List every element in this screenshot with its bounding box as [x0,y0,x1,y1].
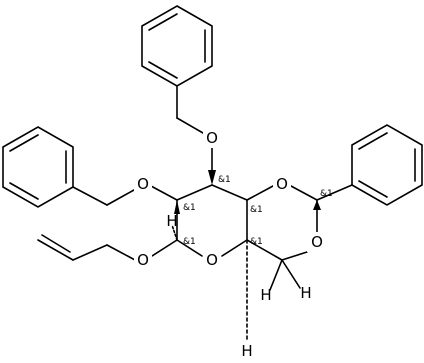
oxygen-dioxane-bottom: O [311,233,323,251]
stereo-label-c4: &1 [250,205,263,215]
o-ch2-bond [106,244,136,261]
aromatic-double-bond [358,180,388,198]
wedge-acetal-h [313,200,321,210]
stereo-wedges [174,170,321,214]
wedge-c2-h [174,200,180,214]
aromatic-double-bond [148,61,178,79]
oxygen-benzyloxy-left: O [137,175,149,193]
vinyl-double-bond-inner [41,234,71,253]
h-c1-bond [171,224,178,241]
c5-o-bond [221,239,248,257]
stereo-label-acetal: &1 [320,189,333,199]
h-ch2-bond [281,259,301,289]
o-acetal-bond [290,185,318,201]
c1-o-bond [151,239,178,257]
benzylic-bond [72,186,108,206]
h-ch2-bond [269,259,283,291]
hydrogen-ch2-left: H [260,286,271,304]
atom-labels: O O O O O O H H H H [134,128,325,360]
o-ch2-bond [281,251,308,261]
stereo-label-c1: &1 [183,237,196,247]
o-c2-bond [150,185,178,201]
aromatic-double-bond [9,182,39,200]
o-c1-bond [176,239,203,257]
hydrogen-ch2-right: H [300,284,311,302]
oxygen-dioxane-top: O [276,175,288,193]
stereo-label-c3: &1 [218,175,231,185]
aromatic-double-bond [9,134,39,152]
phenyl-ring-left [2,126,74,208]
bond-lines [2,5,423,343]
oxygen-benzyloxy-top: O [206,129,218,147]
aromatic-double-bond [148,13,178,31]
hydrogen-c1: H [166,212,177,230]
ch2-o-bond [106,189,135,206]
c3-c4-bond [211,184,248,201]
aromatic-double-bond [358,132,388,150]
ch2-o-bond [176,117,204,134]
ch2-ch-bond [72,244,108,261]
oxygen-allyloxy: O [137,251,149,269]
hydrogen-c5: H [241,342,252,360]
stereo-label-c2: &1 [183,203,196,213]
c4-o-bond [246,185,274,201]
phenyl-ring-top [141,5,213,87]
stereo-label-c5: &1 [250,237,263,247]
oxygen-pyranose-ring: O [206,251,218,269]
stereo-labels: &1 &1 &1 &1 &1 &1 [183,175,333,247]
ch2-c5-bond [246,239,283,261]
acetal-phenyl-bond [316,184,353,201]
c2-c3-bond [176,184,213,201]
vinyl-double-bond [37,239,74,261]
wedge-c3-o [208,170,216,185]
phenyl-ring-right [351,124,423,206]
